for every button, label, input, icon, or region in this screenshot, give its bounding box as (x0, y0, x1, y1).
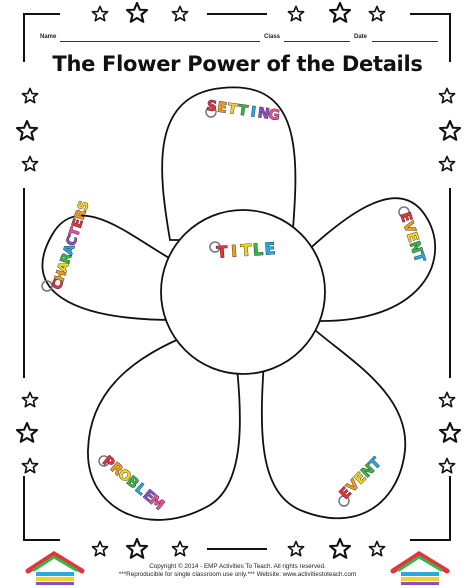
name-field[interactable] (60, 41, 260, 42)
star-icon (439, 458, 454, 472)
petal-label-letter: T (240, 240, 252, 260)
star-icon (22, 88, 37, 102)
flower (42, 87, 435, 520)
star-icon (439, 88, 454, 102)
star-icon (288, 6, 303, 20)
star-icon (330, 3, 350, 22)
name-label: Name (40, 34, 56, 40)
page-title: The Flower Power of the Details (0, 52, 475, 76)
star-icon (22, 156, 37, 170)
petal-label-letter: T (216, 242, 228, 262)
copyright-line: Copyright © 2014 - EMP Activities To Tea… (0, 563, 475, 570)
star-icon (369, 541, 384, 555)
star-icon (439, 392, 454, 406)
star-icon (17, 423, 37, 442)
class-label: Class (264, 34, 280, 40)
petal-label-letter: E (264, 239, 276, 259)
flower-center (161, 210, 325, 374)
star-icon (127, 539, 147, 558)
star-icon (330, 539, 350, 558)
star-icon (92, 541, 107, 555)
usage-line: ***Reproducible for single classroom use… (0, 571, 475, 578)
class-field[interactable] (284, 41, 350, 42)
star-icon (22, 392, 37, 406)
star-icon (172, 6, 187, 20)
star-icon (172, 541, 187, 555)
star-icon (440, 423, 460, 442)
date-field[interactable] (372, 41, 438, 42)
star-icon (288, 541, 303, 555)
star-icon (439, 156, 454, 170)
star-icon (127, 3, 147, 22)
date-label: Date (354, 34, 367, 40)
star-icon (92, 6, 107, 20)
petal-label-letter: L (252, 240, 264, 260)
star-icon (440, 121, 460, 140)
petal-label-letter: G (267, 107, 281, 124)
star-icon (369, 6, 384, 20)
star-icon (17, 121, 37, 140)
star-icon (22, 458, 37, 472)
